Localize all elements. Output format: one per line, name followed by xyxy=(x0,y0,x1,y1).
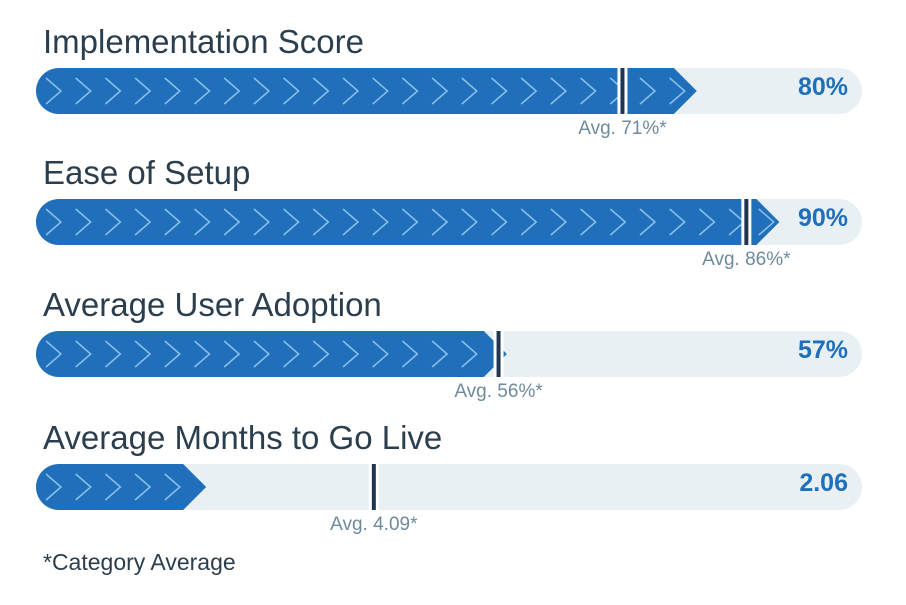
chevron-icon xyxy=(461,340,478,368)
chevron-icon xyxy=(342,208,360,236)
metric-value: 57% xyxy=(797,336,848,364)
chevron-icon xyxy=(698,208,716,236)
chevron-icon xyxy=(194,340,211,368)
chevron-icon xyxy=(491,77,508,105)
chevron-icon xyxy=(312,340,330,368)
chevron-icon xyxy=(401,208,419,236)
metric-title: Average Months to Go Live xyxy=(43,419,443,456)
chevron-icon xyxy=(164,208,181,236)
chevron-icon xyxy=(342,77,360,105)
average-label: Avg. 56%* xyxy=(454,381,543,402)
progress-bar xyxy=(36,199,862,245)
chevron-icon xyxy=(194,77,211,105)
chevron-icon xyxy=(372,208,389,236)
chevron-icon xyxy=(609,208,627,236)
chevron-icon xyxy=(431,77,449,105)
chevron-icon xyxy=(104,473,122,501)
chevron-icon xyxy=(401,340,419,368)
chevron-icon xyxy=(520,77,538,105)
chevron-icon xyxy=(431,340,449,368)
chevron-icon xyxy=(401,77,419,105)
chevron-icon xyxy=(45,340,63,368)
metric-row: Average User Adoption 57% Avg. 56%* xyxy=(0,268,906,402)
chevron-icon xyxy=(253,340,271,368)
chevron-icon xyxy=(342,340,360,368)
bar-fill xyxy=(36,68,697,114)
chevron-icon xyxy=(669,77,686,105)
chevron-icon xyxy=(194,208,211,236)
average-marker xyxy=(744,199,749,245)
chevron-icon xyxy=(253,77,271,105)
chevron-icon xyxy=(372,340,389,368)
metric-value: 2.06 xyxy=(799,469,848,497)
average-label: Avg. 4.09* xyxy=(330,514,418,535)
chevron-icon xyxy=(461,77,478,105)
footnote: *Category Average xyxy=(43,549,236,575)
chevron-icon xyxy=(134,340,152,368)
average-label: Avg. 71%* xyxy=(578,118,667,139)
chevron-icon xyxy=(283,77,300,105)
progress-bar xyxy=(36,464,862,510)
chevron-icon xyxy=(580,77,597,105)
chevron-icon xyxy=(164,473,181,501)
metric-title: Implementation Score xyxy=(43,23,364,60)
chevron-icon xyxy=(164,340,181,368)
chevron-icon xyxy=(372,77,389,105)
chevron-icon xyxy=(580,208,597,236)
chevron-icon xyxy=(312,208,330,236)
chevron-icon xyxy=(134,208,152,236)
average-marker xyxy=(371,464,376,510)
metric-row: Ease of Setup 90% Avg. 86%* xyxy=(0,136,906,270)
chevron-icon xyxy=(45,77,63,105)
chevron-icon xyxy=(134,473,152,501)
metric-title: Ease of Setup xyxy=(43,154,251,191)
chevron-icon xyxy=(223,208,241,236)
metric-title: Average User Adoption xyxy=(43,286,382,323)
average-label: Avg. 86%* xyxy=(702,249,791,270)
progress-bar xyxy=(36,331,862,377)
chevron-icon xyxy=(134,77,152,105)
chevron-icon xyxy=(104,77,122,105)
chevron-icon xyxy=(223,340,241,368)
chevron-icon xyxy=(758,208,775,236)
bar-track xyxy=(36,464,862,510)
bar-fill xyxy=(36,199,780,245)
metric-value: 80% xyxy=(797,73,848,101)
average-marker xyxy=(496,331,501,377)
bar-fill xyxy=(36,331,507,377)
metric-row: Implementation Score 80% Avg. 71%* xyxy=(0,5,906,139)
chevron-icon xyxy=(75,340,92,368)
chevron-icon xyxy=(164,77,181,105)
metric-value: 90% xyxy=(797,204,848,232)
chevron-icon xyxy=(283,340,300,368)
chevron-icon xyxy=(669,208,686,236)
chevron-icon xyxy=(312,77,330,105)
chevron-icon xyxy=(104,208,122,236)
chevron-icon xyxy=(75,473,92,501)
chevron-icon xyxy=(491,208,508,236)
chevron-icon xyxy=(253,208,271,236)
chevron-icon xyxy=(550,208,568,236)
progress-bar xyxy=(36,68,862,114)
chevron-icon xyxy=(550,77,568,105)
chevron-icon xyxy=(75,77,92,105)
chevron-icon xyxy=(639,77,657,105)
chevron-icon xyxy=(223,77,241,105)
chevron-icon xyxy=(461,208,478,236)
chevron-icon xyxy=(45,208,63,236)
chevron-icon xyxy=(45,473,63,501)
chevron-icon xyxy=(283,208,300,236)
chevron-icon xyxy=(431,208,449,236)
chevron-icon xyxy=(75,208,92,236)
chevron-icon xyxy=(104,340,122,368)
average-marker xyxy=(620,68,625,114)
chevron-icon xyxy=(520,208,538,236)
chevron-icon xyxy=(639,208,657,236)
